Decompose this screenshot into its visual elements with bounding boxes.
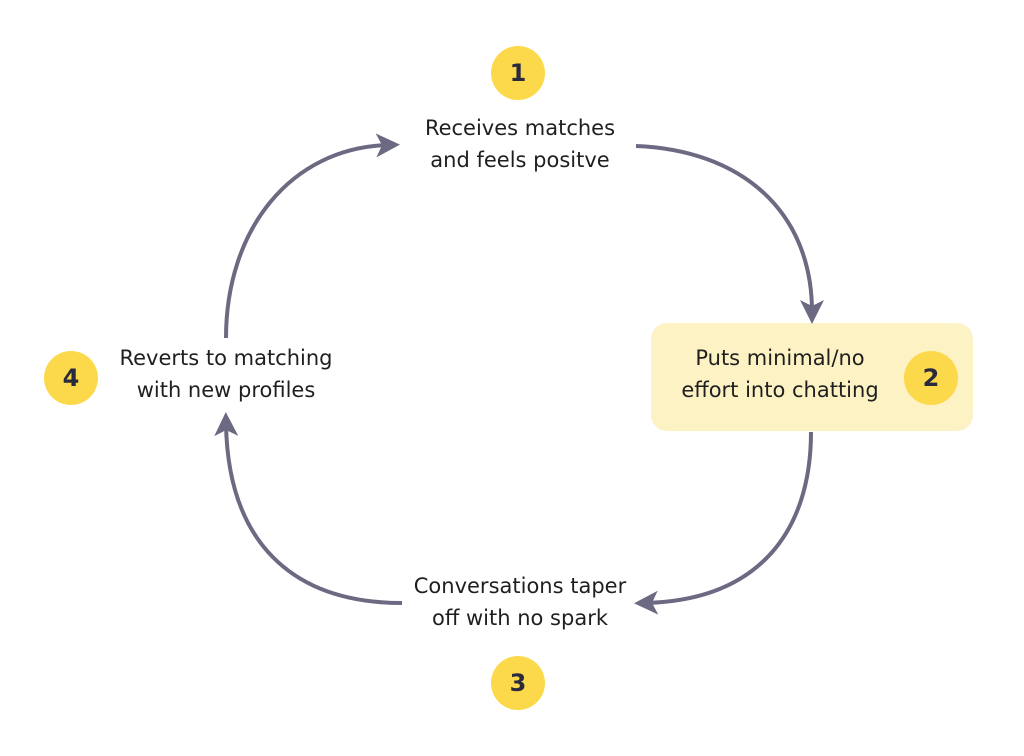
arrow-step2-to-step3 xyxy=(634,431,813,615)
step-1-line-2: and feels positve xyxy=(430,148,610,172)
step-2-label: Puts minimal/no effort into chatting xyxy=(660,342,900,406)
step-4-label: Reverts to matching with new profiles xyxy=(106,342,346,406)
step-4-line-2: with new profiles xyxy=(136,378,316,402)
step-3-number: 3 xyxy=(509,669,527,697)
step-3-label: Conversations taper off with no spark xyxy=(395,570,645,634)
step-3-line-1: Conversations taper xyxy=(413,574,627,598)
step-2-line-1: Puts minimal/no xyxy=(695,346,865,370)
step-4-badge: 4 xyxy=(44,351,98,405)
step-2-badge: 2 xyxy=(904,351,958,405)
step-3-line-2: off with no spark xyxy=(432,606,608,630)
arrow-step4-to-step1 xyxy=(224,133,400,339)
step-1-line-1: Receives matches xyxy=(424,116,616,140)
step-4-line-1: Reverts to matching xyxy=(119,346,333,370)
step-1-label: Receives matches and feels positve xyxy=(400,112,640,176)
step-2-line-2: effort into chatting xyxy=(681,378,879,402)
step-3-badge: 3 xyxy=(491,656,545,710)
step-1-badge: 1 xyxy=(491,46,545,100)
step-2-number: 2 xyxy=(922,364,940,392)
arrow-step3-to-step4 xyxy=(214,412,403,605)
step-4-number: 4 xyxy=(62,364,80,392)
step-1-number: 1 xyxy=(509,59,527,87)
arrow-step1-to-step2 xyxy=(635,144,824,324)
